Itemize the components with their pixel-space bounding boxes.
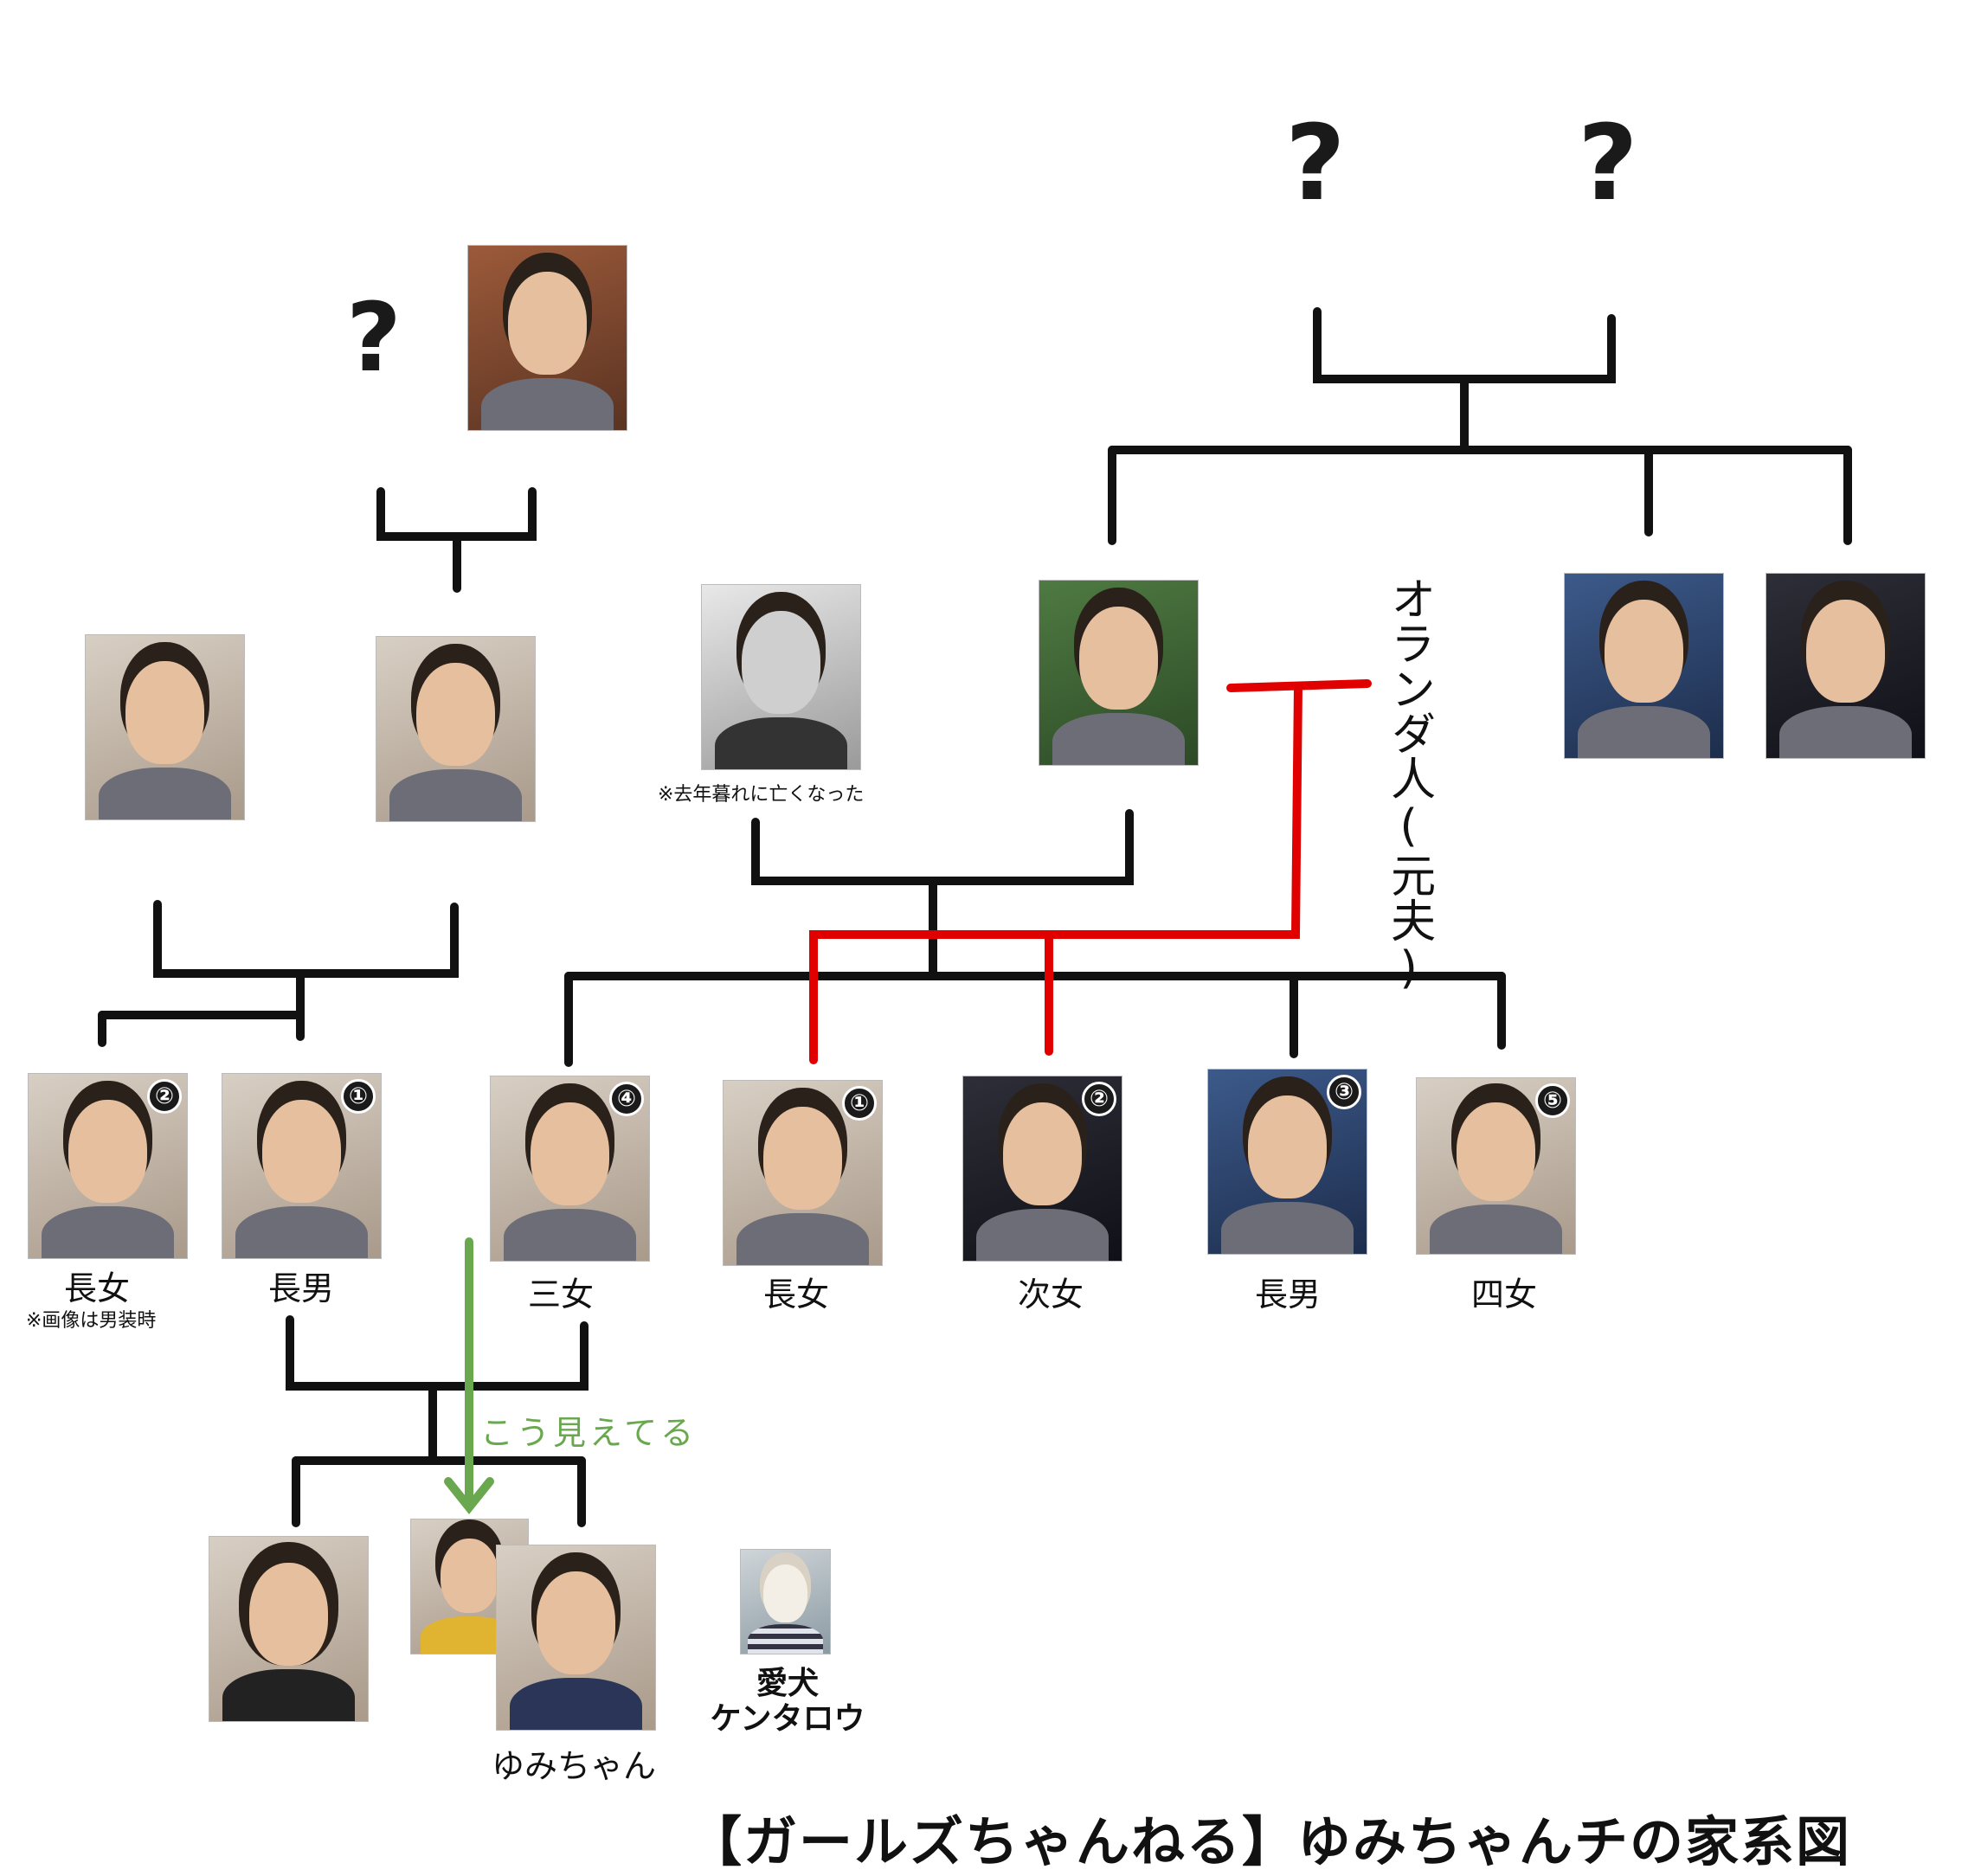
fourth-daughter-label: 四女	[1471, 1275, 1538, 1314]
uncle-photo	[376, 636, 536, 822]
yumi-parents-bracket	[286, 1315, 589, 1391]
left-parents-bracket	[153, 900, 459, 978]
mother-photo	[1039, 580, 1199, 766]
red-connector	[809, 682, 1302, 1064]
dog-label: 愛犬 ケンタロウ	[710, 1666, 865, 1738]
left-eldest-daughter-photo: ②	[28, 1073, 188, 1259]
left-eldest-son-label: 長男	[268, 1269, 335, 1307]
dog-photo	[740, 1549, 831, 1654]
grandparents-left-bracket	[376, 487, 537, 541]
second-daughter-label: 次女	[1018, 1275, 1084, 1314]
left-eldest-daughter-label: 長女	[64, 1269, 131, 1307]
green-arrow-head	[444, 1477, 494, 1515]
birth-order-badge: ④	[609, 1082, 644, 1116]
late-father-photo	[701, 584, 861, 770]
unknown-grandmother-mark: ?	[1578, 104, 1638, 224]
looks-like-label: こう見えてる	[480, 1414, 698, 1452]
grandparents-right-bracket	[1313, 307, 1616, 383]
birth-order-badge: ①	[842, 1086, 877, 1121]
page-title: 【ガールズちゃんねる】ゆみちゃんチの家系図	[688, 1810, 1852, 1873]
male-attire-note: ※画像は男装時	[26, 1310, 157, 1332]
left-eldest-son-photo: ①	[222, 1073, 382, 1259]
grandfather-photo	[467, 245, 627, 431]
eldest-son-photo: ③	[1207, 1069, 1367, 1255]
son-photo	[209, 1536, 369, 1722]
birth-order-badge: ②	[1082, 1082, 1116, 1116]
eldest-son-label: 長男	[1255, 1275, 1322, 1314]
yumi-label: ゆみちゃん	[492, 1747, 657, 1785]
aunt-photo-2	[1766, 573, 1926, 759]
eldest-daughter-label: 長女	[763, 1275, 830, 1314]
third-daughter-photo: ④	[490, 1076, 650, 1262]
third-daughter-label: 三女	[528, 1275, 595, 1314]
birth-order-badge: ②	[147, 1079, 182, 1114]
unknown-grandmother-left-mark: ?	[346, 282, 402, 393]
father-photo	[85, 634, 245, 820]
dutch-ex-husband-label: オランダ人(元夫)	[1382, 575, 1435, 994]
aunt-photo-1	[1564, 573, 1724, 759]
fourth-daughter-photo: ⑤	[1416, 1077, 1576, 1255]
birth-order-badge: ⑤	[1535, 1083, 1570, 1118]
late-father-note: ※去年暮れに亡くなった	[658, 784, 865, 806]
birth-order-badge: ③	[1327, 1075, 1361, 1109]
eldest-daughter-photo: ①	[723, 1080, 883, 1266]
unknown-grandfather-mark: ?	[1285, 104, 1346, 224]
yumi-photo	[496, 1545, 656, 1731]
birth-order-badge: ①	[341, 1079, 376, 1114]
parents-bracket	[751, 809, 1134, 885]
second-daughter-photo: ②	[962, 1076, 1122, 1262]
